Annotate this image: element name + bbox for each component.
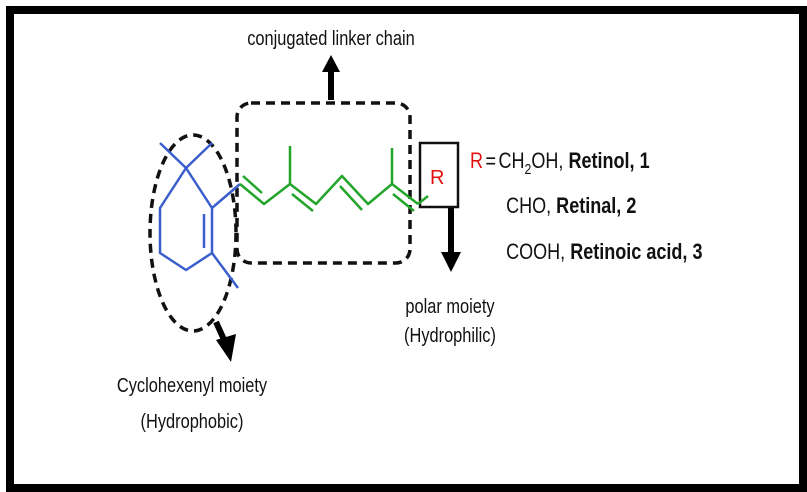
legend-row2-formula: CHO, (506, 194, 556, 218)
linker-label: conjugated linker chain (247, 26, 415, 49)
legend: R=CH2OH, Retinol, 1 CHO, Retinal, 2 COOH… (470, 149, 702, 264)
legend-row3-num: , 3 (682, 240, 702, 264)
legend-row-1: R=CH2OH, Retinol, 1 (470, 149, 650, 177)
chain-r-bond (417, 195, 429, 205)
polar-arrow (441, 208, 461, 272)
legend-row1-num: , 1 (630, 149, 650, 173)
linker-arrow (322, 55, 340, 100)
polar-label-line1: polar moiety (405, 294, 495, 317)
legend-equals: = (485, 149, 496, 173)
figure-frame (6, 6, 807, 492)
cyclohexenyl-dashed-ellipse (148, 133, 238, 333)
legend-row3-formula: COOH, (506, 240, 570, 264)
r-group-box (418, 141, 460, 209)
cyclohexenyl-label-line1: Cyclohexenyl moiety (117, 373, 268, 396)
legend-row1-formula-sub: 2 (525, 161, 532, 177)
polar-label-line2: (Hydrophilic) (404, 323, 496, 346)
cyclohexenyl-label-line2: (Hydrophobic) (141, 409, 244, 432)
legend-row2-name: Retinal, (556, 194, 621, 218)
legend-row2-num: 2 (621, 194, 636, 218)
polyene-chain (239, 146, 419, 212)
legend-row1-formula-pre: CH (498, 149, 524, 173)
legend-row-2: CHO, Retinal, 2 (506, 194, 636, 218)
legend-row3-name: Retinoic acid (570, 240, 682, 264)
cyclohexenyl-arrow (213, 320, 236, 362)
legend-row-3: COOH, Retinoic acid, 3 (506, 240, 702, 264)
r-group-atom: R (430, 167, 444, 189)
cyclohexene-ring (158, 142, 241, 289)
legend-row1-name: Retinol (568, 149, 629, 173)
legend-r-symbol: R (470, 149, 483, 173)
linker-dashed-box (235, 101, 412, 265)
legend-row1-formula-post: OH, (531, 149, 568, 173)
